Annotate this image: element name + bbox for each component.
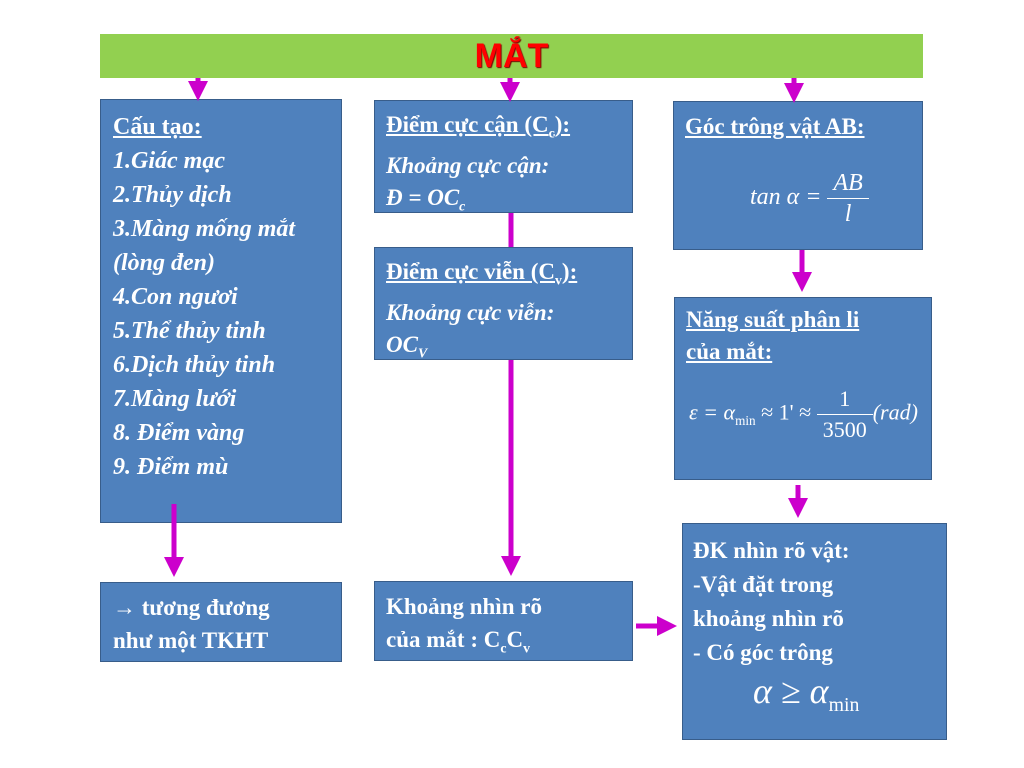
- structure-item: 5.Thể thủy tinh: [113, 318, 266, 344]
- resolving-power-heading: Năng suất phân li: [686, 307, 860, 332]
- far-point-box: Điểm cực viễn (Cv): Khoảng cực viễn: OCV: [374, 247, 633, 360]
- title-banner: MẮT: [100, 34, 923, 78]
- far-point-heading: Điểm cực viễn (Cv):: [386, 259, 578, 288]
- condition-heading: ĐK nhìn rõ vật:: [693, 538, 850, 563]
- clear-vision-condition-box: ĐK nhìn rõ vật: -Vật đặt trong khoảng nh…: [682, 523, 947, 740]
- clear-range-line: của mắt : CcCv: [386, 627, 530, 656]
- viewing-angle-box: Góc trông vật AB: tan α = AB l: [673, 101, 923, 250]
- near-point-box: Điểm cực cận (Cc): Khoảng cực cận: Đ = O…: [374, 100, 633, 213]
- structure-item: 3.Màng mống mắt: [113, 216, 296, 242]
- near-point-distance-label: Khoảng cực cận:: [386, 152, 550, 178]
- clear-range-line: Khoảng nhìn rõ: [386, 594, 542, 619]
- structure-item: 6.Dịch thủy tinh: [113, 352, 276, 378]
- structure-item: 1.Giác mạc: [113, 148, 225, 174]
- resolving-power-box: Năng suất phân li của mắt: ε = αmin ≈ 1'…: [674, 297, 932, 480]
- tan-formula: tan α = AB l: [750, 168, 869, 229]
- structure-heading: Cấu tạo:: [113, 114, 202, 140]
- structure-item: 8. Điểm vàng: [113, 420, 245, 446]
- structure-item: (lòng đen): [113, 250, 215, 276]
- page-title: MẮT: [474, 37, 549, 75]
- structure-item: 2.Thủy dịch: [113, 182, 232, 208]
- structure-item: 7.Màng lưới: [113, 386, 237, 412]
- far-point-distance-label: Khoảng cực viễn:: [386, 299, 555, 325]
- structure-item: 9. Điểm mù: [113, 454, 229, 480]
- equivalent-line: → tương đương: [113, 595, 270, 620]
- condition-line: -Vật đặt trong: [693, 572, 834, 597]
- viewing-angle-heading: Góc trông vật AB:: [685, 114, 865, 139]
- far-point-distance-formula: OCV: [386, 331, 428, 361]
- near-point-heading: Điểm cực cận (Cc):: [386, 112, 571, 141]
- equivalent-lens-box: → tương đương như một TKHT: [100, 582, 342, 662]
- condition-formula: α ≥ αmin: [753, 671, 860, 717]
- resolving-power-heading-2: của mắt:: [686, 339, 773, 364]
- condition-line: khoảng nhìn rõ: [693, 606, 844, 631]
- structure-item: 4.Con ngươi: [113, 284, 238, 310]
- condition-line: - Có góc trông: [693, 640, 833, 665]
- clear-vision-range-box: Khoảng nhìn rõ của mắt : CcCv: [374, 581, 633, 661]
- near-point-distance-formula: Đ = OCc: [386, 184, 466, 214]
- structure-box: Cấu tạo: 1.Giác mạc 2.Thủy dịch 3.Màng m…: [100, 99, 342, 523]
- equivalent-line: như một TKHT: [113, 628, 269, 653]
- resolving-power-formula: ε = αmin ≈ 1' ≈ 1 3500 (rad): [689, 386, 918, 442]
